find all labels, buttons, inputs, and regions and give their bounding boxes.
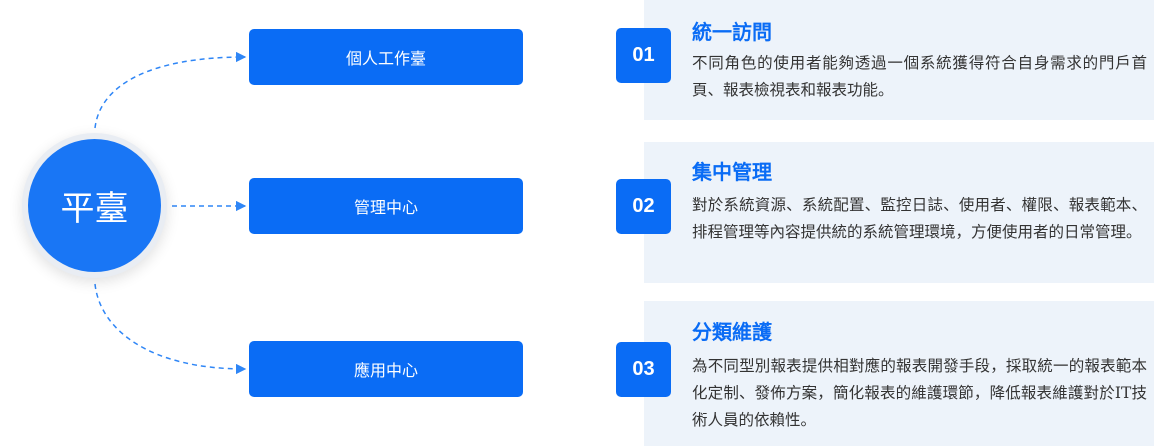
feature-panel-1 <box>644 0 1154 120</box>
platform-hub: 平臺 <box>28 139 161 272</box>
connector-bottom <box>94 283 247 375</box>
feature-title: 集中管理 <box>692 160 772 184</box>
feature-number: 03 <box>632 358 655 380</box>
feature-number-badge: 02 <box>616 179 671 234</box>
feature-description: 對於系統資源、系統配置、監控日誌、使用者、權限、報表範本、排程管理等內容提供統的… <box>692 196 1147 241</box>
hub-label: 平臺 <box>60 189 129 229</box>
node-application-center[interactable]: 應用中心 <box>249 341 523 397</box>
node-label: 個人工作臺 <box>345 49 426 68</box>
feature-description: 不同角色的使用者能夠透過一個系統獲得符合自身需求的門戶首頁、報表檢視表和報表功能… <box>692 54 1147 99</box>
feature-title: 分類維護 <box>692 320 772 344</box>
feature-number-badge: 03 <box>616 342 671 397</box>
feature-description: 為不同型別報表提供相對應的報表開發手段，採取統一的報表範本化定制、發佈方案，簡化… <box>692 357 1147 429</box>
feature-title: 統一訪問 <box>692 20 772 44</box>
node-management-center[interactable]: 管理中心 <box>249 178 523 234</box>
node-personal-workspace[interactable]: 個人工作臺 <box>249 29 523 85</box>
feature-number-badge: 01 <box>616 28 671 83</box>
feature-number: 02 <box>632 195 655 217</box>
connector-top <box>94 51 247 129</box>
feature-panel-3 <box>644 301 1154 446</box>
node-label: 管理中心 <box>353 198 418 217</box>
node-label: 應用中心 <box>353 361 418 380</box>
feature-number: 01 <box>632 44 655 66</box>
feature-panel-2 <box>644 142 1154 283</box>
